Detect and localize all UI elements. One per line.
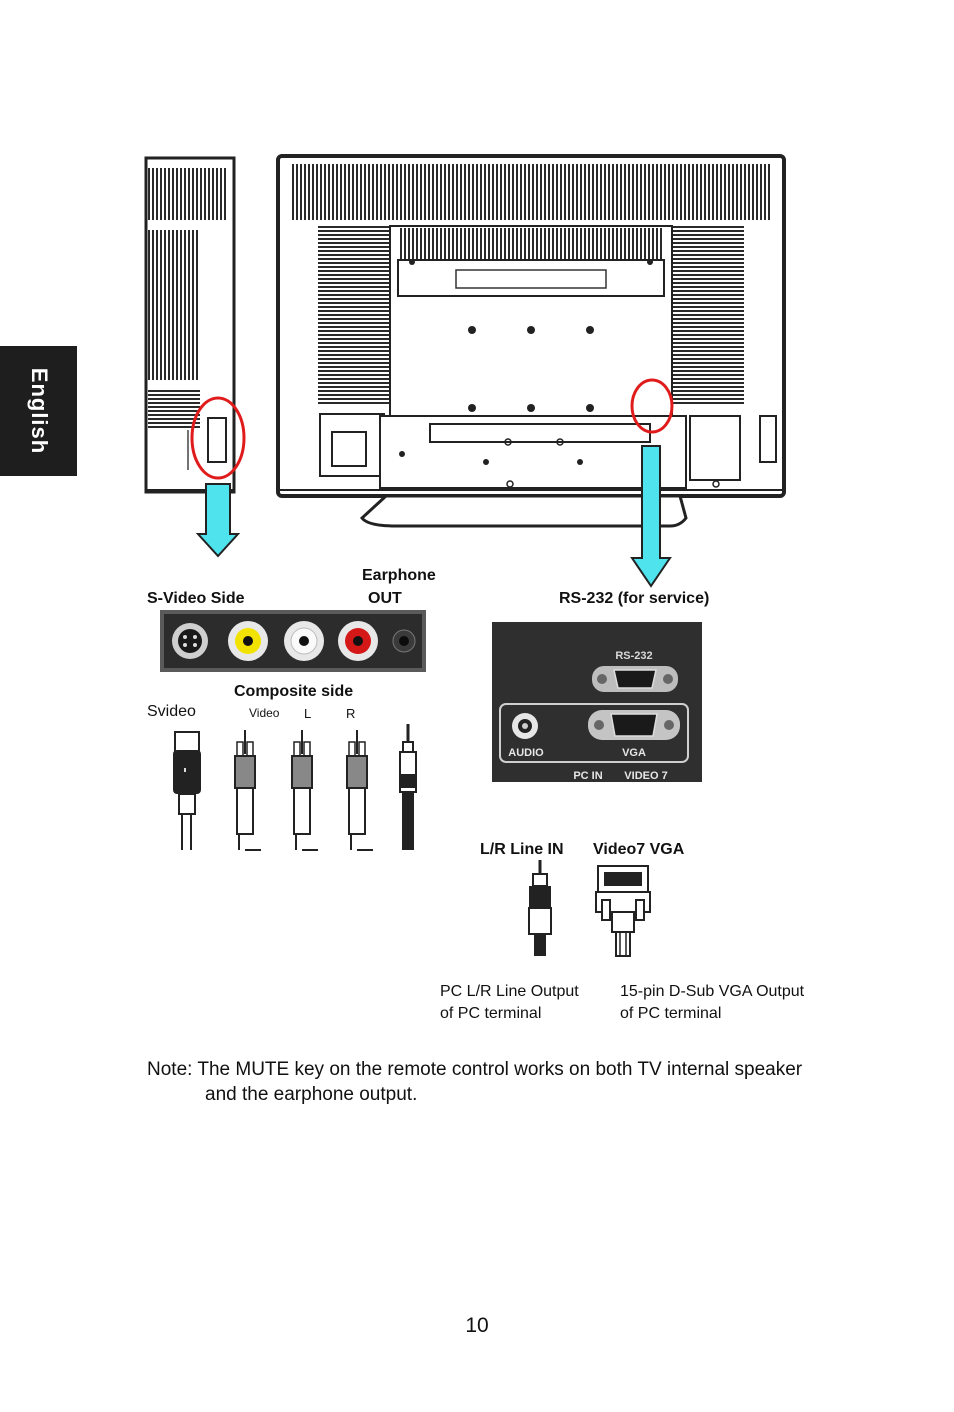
side-cable-plugs [173,724,417,851]
rs232-panel-label: RS-232 [615,650,652,662]
l-label: L [304,706,312,721]
mute-note: Note: The MUTE key on the remote control… [147,1059,803,1105]
video-plug-icon [234,730,261,851]
pc-line-output-caption: PC L/R Line Output of PC terminal [440,983,579,1022]
lr-line-in-label: L/R Line IN [480,841,564,858]
svideo-label: Svideo [147,703,196,720]
svideo-jack-icon [172,623,208,659]
language-tab-label: English [26,367,52,455]
video7-vga-label: Video7 VGA [593,841,685,858]
earphone-plug-icon [399,724,417,850]
rs232-label: RS-232 (for service) [559,590,710,607]
audio-l-jack-icon [284,621,324,661]
earphone-label: Earphone [362,567,436,584]
earphone-jack-icon [392,629,416,653]
tv-side-view [144,156,236,494]
audio-panel-label: AUDIO [508,747,544,759]
vga-output-caption: 15-pin D-Sub VGA Output of PC terminal [620,983,805,1022]
earphone-out-label: OUT [368,590,402,607]
svideo-side-highlight [190,396,246,480]
vga-port-icon [588,710,680,740]
vga-plug-icon [595,865,651,957]
video-jack-icon [228,621,268,661]
pc-cable-plugs [528,860,651,957]
svideo-side-label: S-Video Side [147,590,245,607]
pc-in-panel-label: PC IN [573,770,602,782]
arrow-down-icon [630,445,672,588]
language-tab: English [0,346,77,476]
rear-pc-panel: RS-232 AUDIO VGA PC IN VIDEO 7 [492,622,702,782]
side-jack-panel [160,610,426,672]
audio-r-plug-icon [346,730,373,851]
line-in-plug-icon [528,860,552,956]
page-number: 10 [465,1314,489,1337]
composite-side-label: Composite side [234,683,354,700]
video-label: Video [249,706,280,720]
rs232-port-icon [592,666,678,692]
audio-in-jack-icon [512,713,538,739]
tv-back-view [276,154,786,528]
audio-r-jack-icon [338,621,378,661]
tv-rear-illustration [144,154,786,588]
r-label: R [346,706,356,721]
video7-panel-label: VIDEO 7 [624,770,667,782]
vga-panel-label: VGA [622,747,646,759]
arrow-down-icon [195,483,241,558]
rs232-highlight [630,378,674,434]
audio-l-plug-icon [291,730,318,851]
svideo-plug-icon [173,731,201,850]
